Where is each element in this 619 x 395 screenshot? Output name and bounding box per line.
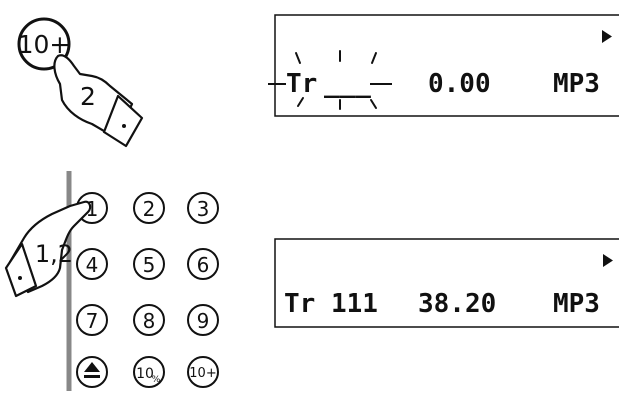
key-10plus-label: 10+ [189,366,216,381]
display-1-track-placeholder: ___ [324,69,371,99]
key-2[interactable]: 2 [134,193,164,223]
display-1-format: MP3 [553,69,600,99]
pointing-hand-icon: 1,2 [6,202,90,296]
key-3[interactable]: 3 [188,193,218,223]
key-4-label: 4 [86,253,99,277]
key-8[interactable]: 8 [134,305,164,335]
lcd-display-2: Tr 111 38.20 MP3 [275,239,619,327]
key-6[interactable]: 6 [188,249,218,279]
key-10[interactable]: 10 % [134,357,164,387]
display-2-format: MP3 [553,289,600,319]
remote-keypad: 1 2 3 4 5 6 7 8 [6,171,218,391]
key-5-label: 5 [143,253,156,277]
display-1-track-prefix: Tr [286,69,317,99]
key-7[interactable]: 7 [77,305,107,335]
step-10plus-press: 10+ 2 [18,19,142,146]
key-3-label: 3 [197,197,210,221]
key-10-suffix: % [152,375,161,385]
lcd-display-1: Tr ___ 0.00 MP3 [268,15,619,116]
play-triangle-icon [603,254,613,267]
key-5[interactable]: 5 [134,249,164,279]
play-triangle-icon [602,30,612,43]
key-7-label: 7 [86,309,99,333]
hand-step-number: 1,2 [35,240,73,268]
hand-step-number: 2 [80,82,96,111]
display-1-time: 0.00 [428,69,491,99]
key-8-label: 8 [143,309,156,333]
key-6-label: 6 [197,253,210,277]
display-2-track: Tr 111 [284,289,378,319]
pointing-hand-icon: 2 [54,55,142,146]
key-2-label: 2 [143,197,156,221]
key-4[interactable]: 4 [77,249,107,279]
key-eject[interactable] [77,357,107,387]
key-9[interactable]: 9 [188,305,218,335]
key-9-label: 9 [197,309,210,333]
key-10plus[interactable]: 10+ [188,357,218,387]
display-2-time: 38.20 [418,289,496,319]
